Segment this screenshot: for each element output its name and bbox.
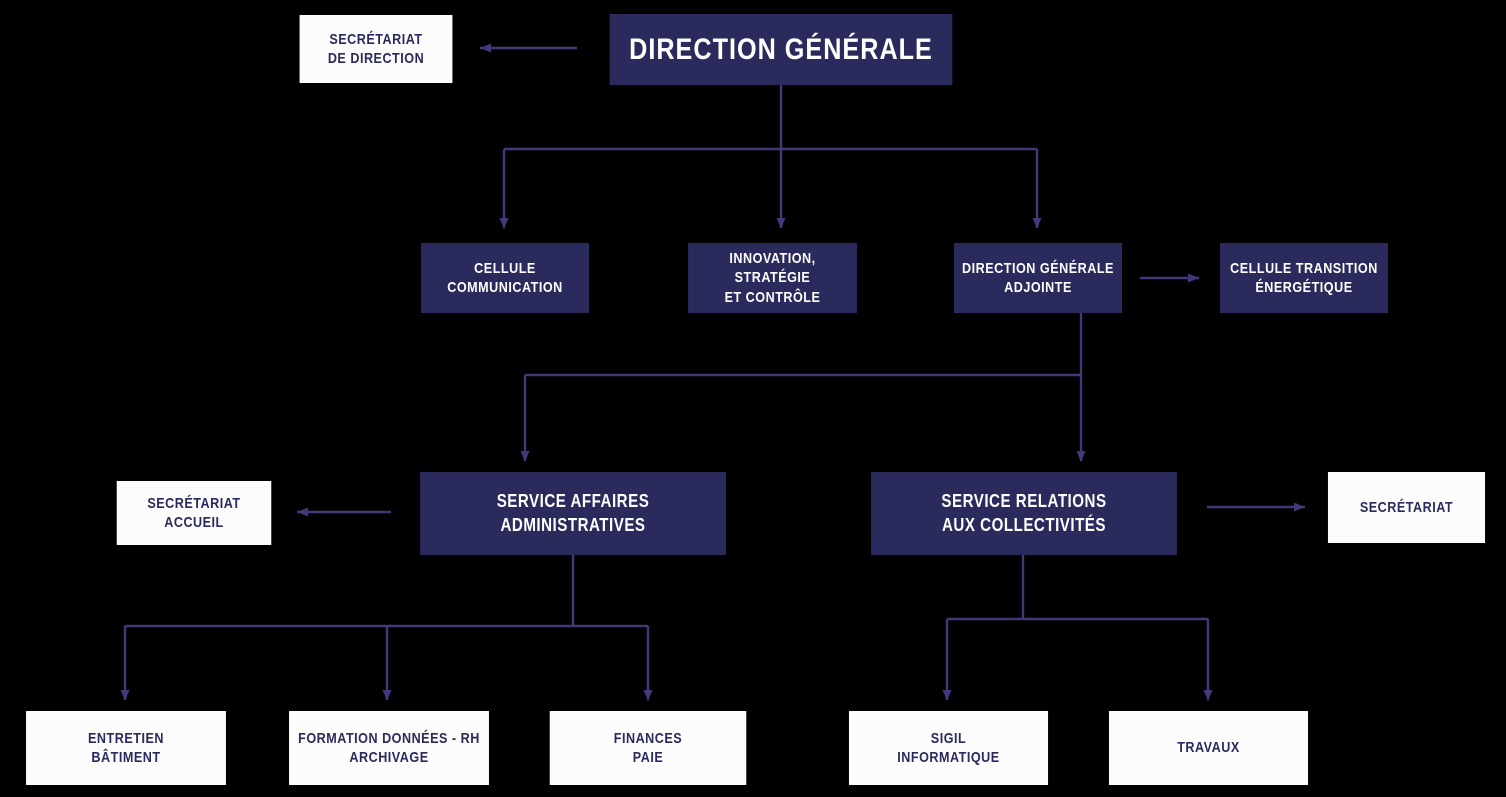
node-label: DIRECTION GÉNÉRALE ADJOINTE	[959, 259, 1117, 298]
node-line-2: ET CONTRÔLE	[724, 288, 821, 306]
node-line-2: BÂTIMENT	[91, 749, 161, 766]
node-cellule-communication[interactable]: CELLULE COMMUNICATION	[421, 243, 589, 313]
node-line-1: DIRECTION GÉNÉRALE	[962, 259, 1114, 277]
node-travaux[interactable]: TRAVAUX	[1108, 711, 1309, 785]
node-label: SECRÉTARIAT DE DIRECTION	[305, 30, 448, 69]
node-label: SECRÉTARIAT	[1359, 498, 1454, 516]
node-line-2: ADMINISTRATIVES	[500, 514, 646, 535]
node-innovation-strategie-controle[interactable]: INNOVATION, STRATÉGIE ET CONTRÔLE	[688, 243, 857, 313]
node-line-1: SIGIL	[930, 729, 967, 747]
node-line-2: ÉNERGÉTIQUE	[1255, 279, 1353, 296]
node-label: TRAVAUX	[1177, 739, 1240, 757]
node-line-2: ACCUEIL	[164, 514, 224, 531]
node-secretariat-accueil[interactable]: SECRÉTARIAT ACCUEIL	[116, 481, 272, 545]
node-line-1: FORMATION DONNÉES - RH	[298, 729, 480, 747]
node-line-2: PAIE	[632, 749, 664, 766]
node-service-affaires-administratives[interactable]: SERVICE AFFAIRES ADMINISTRATIVES	[420, 472, 726, 555]
node-label: CELLULE TRANSITION ÉNERGÉTIQUE	[1225, 259, 1383, 298]
node-line-2: ARCHIVAGE	[349, 749, 429, 766]
node-line-1: INNOVATION, STRATÉGIE	[729, 249, 816, 287]
node-label: CELLULE COMMUNICATION	[426, 259, 584, 298]
node-line-2: INFORMATIQUE	[897, 749, 1000, 766]
node-sigil-informatique[interactable]: SIGIL INFORMATIQUE	[848, 711, 1049, 785]
node-line-1: ENTRETIEN	[88, 729, 164, 747]
node-line-2: AUX COLLECTIVITÉS	[942, 514, 1106, 535]
node-line-1: SERVICE RELATIONS	[941, 491, 1107, 512]
node-finances-paie[interactable]: FINANCES PAIE	[549, 711, 747, 785]
node-line-1: CELLULE TRANSITION	[1230, 259, 1378, 277]
node-label: FINANCES PAIE	[555, 729, 741, 768]
node-label: DIRECTION GÉNÉRALE	[629, 33, 933, 66]
node-line-2: ADJOINTE	[1004, 279, 1072, 296]
node-label: SIGIL INFORMATIQUE	[854, 729, 1043, 768]
node-secretariat[interactable]: SECRÉTARIAT	[1327, 472, 1486, 543]
node-line-1: SECRÉTARIAT	[329, 30, 423, 48]
node-label: SERVICE RELATIONS AUX COLLECTIVITÉS	[876, 490, 1172, 537]
node-cellule-transition-energetique[interactable]: CELLULE TRANSITION ÉNERGÉTIQUE	[1220, 243, 1388, 313]
node-line-1: SECRÉTARIAT	[147, 494, 241, 512]
node-service-relations-collectivites[interactable]: SERVICE RELATIONS AUX COLLECTIVITÉS	[871, 472, 1177, 555]
node-direction-generale-adjointe[interactable]: DIRECTION GÉNÉRALE ADJOINTE	[954, 243, 1122, 313]
node-line-2: COMMUNICATION	[447, 279, 563, 296]
node-label: SERVICE AFFAIRES ADMINISTRATIVES	[425, 490, 721, 537]
node-formation-donnees-rh-archivage[interactable]: FORMATION DONNÉES - RH ARCHIVAGE	[289, 711, 489, 785]
node-label: ENTRETIEN BÂTIMENT	[31, 729, 221, 768]
node-line-2: DE DIRECTION	[327, 50, 425, 67]
node-label: INNOVATION, STRATÉGIE ET CONTRÔLE	[693, 249, 852, 308]
node-direction-generale[interactable]: DIRECTION GÉNÉRALE	[609, 14, 953, 85]
node-secretariat-direction[interactable]: SECRÉTARIAT DE DIRECTION	[299, 15, 453, 83]
node-label: FORMATION DONNÉES - RH ARCHIVAGE	[294, 729, 484, 768]
node-entretien-batiment[interactable]: ENTRETIEN BÂTIMENT	[26, 711, 226, 785]
node-line-1: SERVICE AFFAIRES	[496, 491, 650, 512]
node-label: SECRÉTARIAT ACCUEIL	[122, 494, 266, 533]
node-line-1: FINANCES	[613, 729, 683, 747]
node-line-1: CELLULE	[474, 259, 536, 277]
